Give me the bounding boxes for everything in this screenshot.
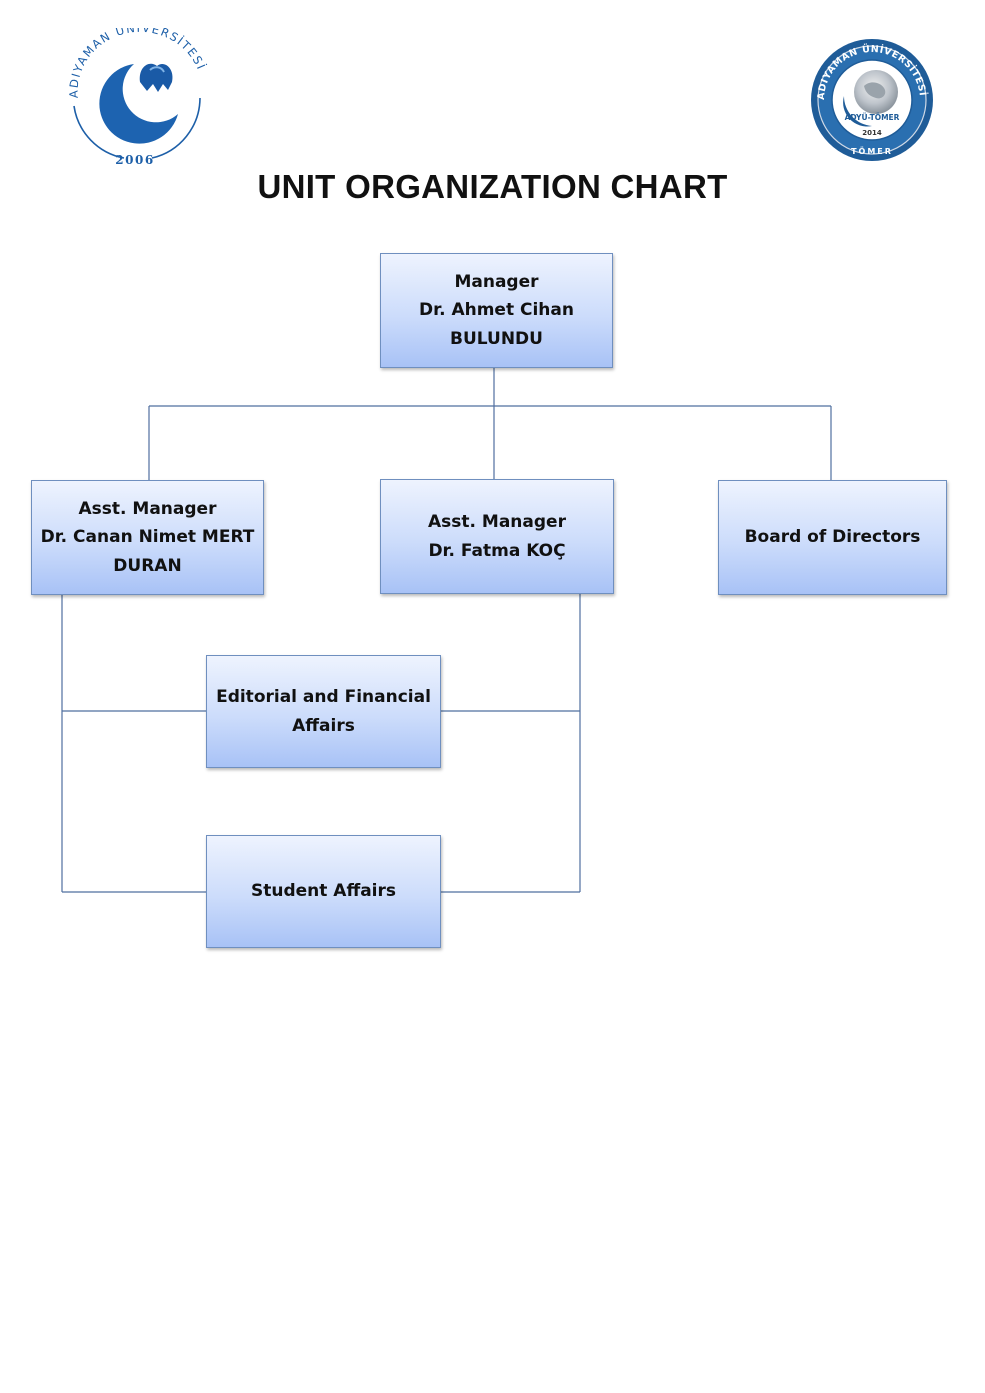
student-affairs-label: Student Affairs	[250, 881, 397, 902]
page-title: UNIT ORGANIZATION CHART	[257, 168, 728, 205]
manager-role: Manager	[454, 271, 539, 292]
asst-manager-1-box: Asst. Manager Dr. Canan Nimet MERT DURAN	[31, 480, 264, 595]
asst-manager-1-name-line1: Dr. Canan Nimet MERT	[40, 527, 255, 548]
manager-box: Manager Dr. Ahmet Cihan BULUNDU	[380, 253, 613, 368]
manager-name-line2: BULUNDU	[450, 328, 543, 349]
svg-text:ADYÜ-TÖMER: ADYÜ-TÖMER	[845, 113, 900, 122]
editorial-label-line2: Affairs	[292, 715, 355, 736]
svg-text:2006: 2006	[115, 153, 154, 167]
asst-manager-2-box: Asst. Manager Dr. Fatma KOÇ	[380, 479, 614, 594]
asst-manager-1-role: Asst. Manager	[78, 498, 217, 519]
asst-manager-2-name: Dr. Fatma KOÇ	[428, 540, 566, 561]
board-label: Board of Directors	[744, 527, 921, 548]
manager-name-line1: Dr. Ahmet Cihan	[419, 300, 574, 321]
asst-manager-1-name-line2: DURAN	[113, 555, 182, 576]
board-of-directors-box: Board of Directors	[718, 480, 947, 595]
svg-text:TÖMER: TÖMER	[851, 146, 893, 156]
svg-text:2014: 2014	[862, 129, 882, 137]
tomer-logo: ADIYAMAN ÜNİVERSİTESİ ADYÜ-TÖMER 2014 TÖ…	[808, 38, 936, 162]
editorial-label-line1: Editorial and Financial	[216, 687, 431, 707]
editorial-financial-affairs-box: Editorial and Financial Affairs	[206, 655, 441, 768]
university-logo: ADIYAMAN ÜNİVERSİTESİ 2006	[62, 28, 212, 168]
asst-manager-2-role: Asst. Manager	[428, 512, 566, 532]
student-affairs-box: Student Affairs	[206, 835, 441, 948]
